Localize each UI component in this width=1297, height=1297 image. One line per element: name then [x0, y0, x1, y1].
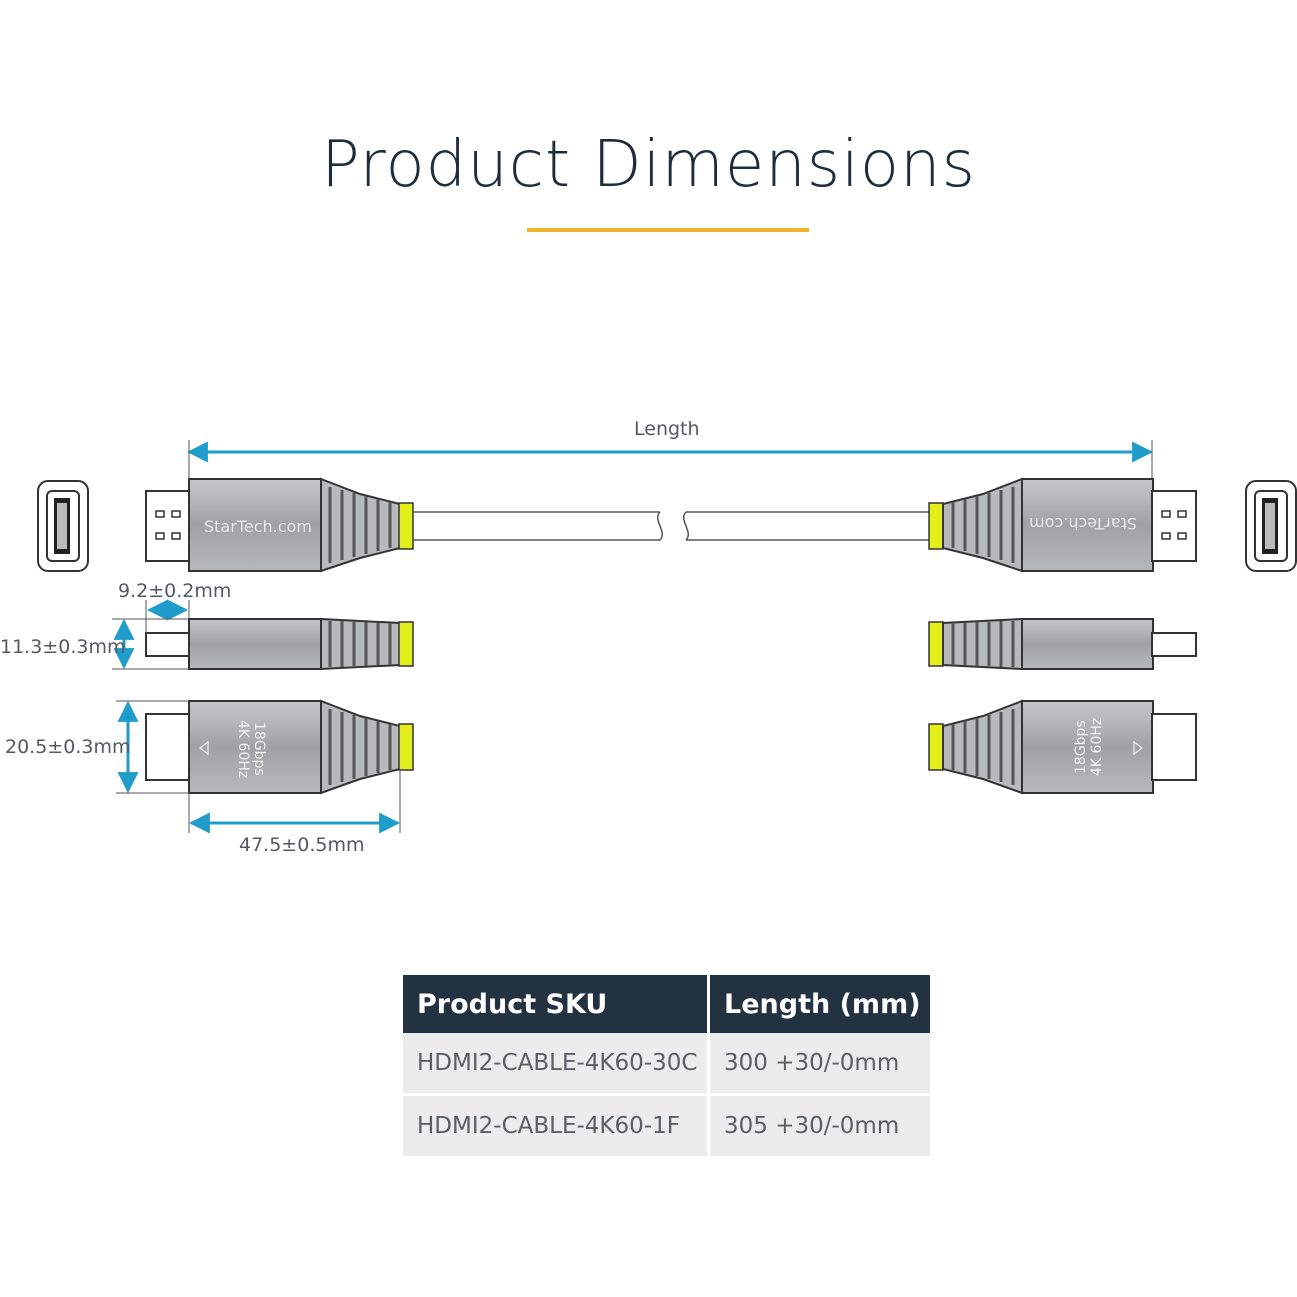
- hdmi-port-end-view-right: [1245, 480, 1297, 572]
- title-underline: [527, 228, 809, 232]
- table-row: HDMI2-CABLE-4K60-1F 305 +30/-0mm: [403, 1093, 930, 1156]
- cable: [413, 511, 929, 541]
- spec-text-right-line2: 18Gbps: [1073, 720, 1089, 774]
- connector-bottom-right: [928, 699, 1197, 795]
- spec-text-right-line1: 4K 60Hz: [1089, 718, 1105, 776]
- brand-logo-right: StarTech.com: [1029, 514, 1137, 533]
- brand-logo-left: StarTech.com: [204, 517, 312, 536]
- sku-cell: HDMI2-CABLE-4K60-1F: [403, 1093, 710, 1156]
- sku-table: Product SKU Length (mm) HDMI2-CABLE-4K60…: [403, 975, 930, 1156]
- table-header-row: Product SKU Length (mm): [403, 975, 930, 1033]
- connector-length-label: 47.5±0.5mm: [239, 834, 365, 856]
- length-cell: 300 +30/-0mm: [710, 1033, 930, 1093]
- connector-side-left: [145, 617, 414, 671]
- spec-text-left-line1: 4K 60Hz: [235, 720, 251, 778]
- hdmi-port-end-view-left: [37, 480, 89, 572]
- column-header-length: Length (mm): [710, 975, 930, 1033]
- width-label: 20.5±0.3mm: [5, 736, 131, 758]
- page-title: Product Dimensions: [321, 128, 976, 202]
- connector-top-left: [145, 477, 414, 573]
- connector-side-right: [928, 617, 1197, 671]
- thickness-label: 11.3±0.3mm: [0, 636, 126, 658]
- plug-depth-label: 9.2±0.2mm: [118, 580, 232, 602]
- spec-text-left-line2: 18Gbps: [251, 722, 267, 776]
- length-label: Length: [634, 418, 700, 440]
- sku-cell: HDMI2-CABLE-4K60-30C: [403, 1033, 710, 1093]
- column-header-sku: Product SKU: [403, 975, 710, 1033]
- length-cell: 305 +30/-0mm: [710, 1093, 930, 1156]
- connector-top-right: [928, 477, 1197, 573]
- table-row: HDMI2-CABLE-4K60-30C 300 +30/-0mm: [403, 1033, 930, 1093]
- connector-bottom-left: [145, 699, 414, 795]
